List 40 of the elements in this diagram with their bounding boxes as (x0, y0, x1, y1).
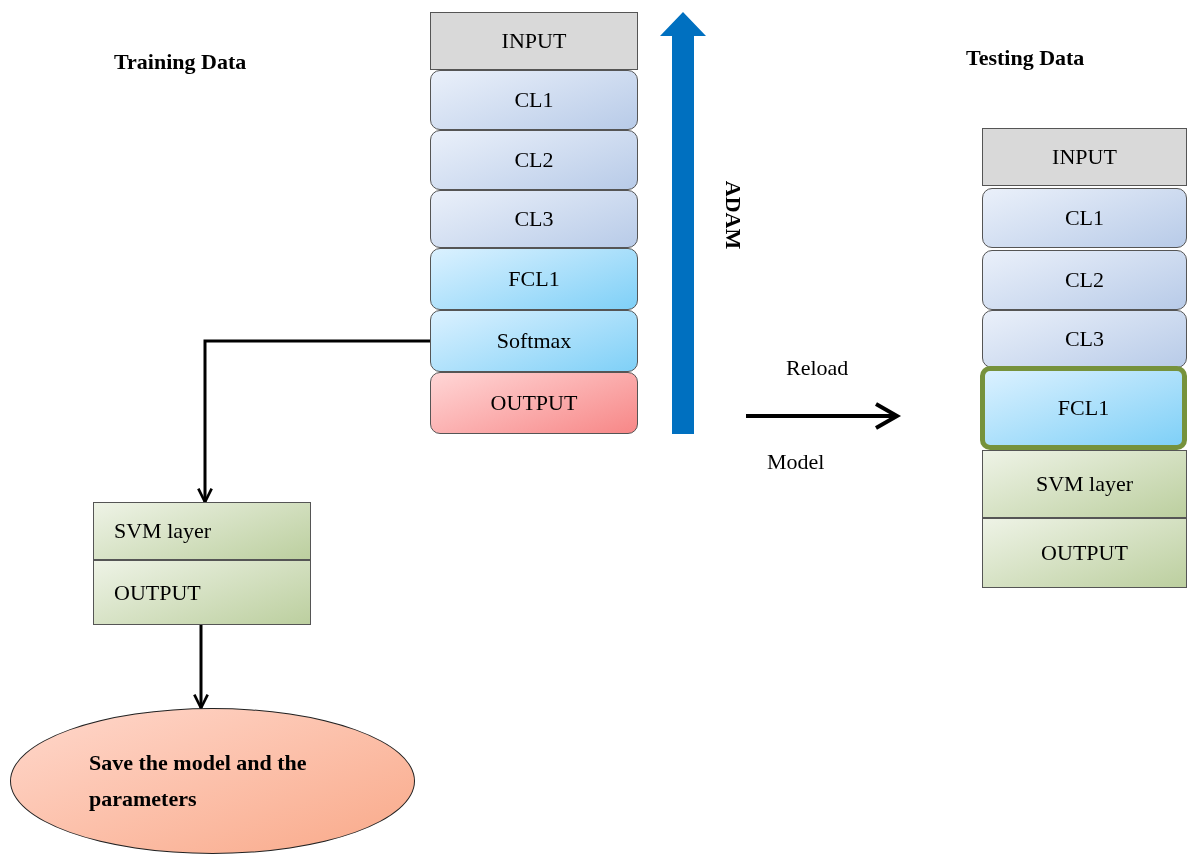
layer-box (430, 372, 638, 434)
arrow (197, 339, 430, 504)
layer-label: OUTPUT (489, 390, 579, 416)
layer-label: FCL1 (1056, 395, 1111, 421)
layer-label: CL2 (1063, 267, 1106, 293)
layer-label: SVM layer (1034, 471, 1135, 497)
layer-box (430, 248, 638, 310)
highlighted-layer-box (980, 366, 1187, 450)
layer-label: SVM layer (114, 518, 213, 544)
layer-box (93, 560, 311, 625)
layer-box (430, 130, 638, 190)
layer-label: FCL1 (507, 266, 561, 292)
layer-label: INPUT (500, 28, 568, 54)
layer-label: CL3 (513, 206, 555, 232)
layer-box (982, 310, 1187, 368)
layer-label: OUTPUT (1040, 540, 1129, 566)
layer-label: Save the model and the parameters (89, 749, 308, 813)
layer-box (982, 188, 1187, 248)
layer-label: INPUT (1051, 144, 1118, 170)
layer-box (93, 502, 311, 560)
arrow-label: Reload (786, 355, 849, 381)
layer-label: Softmax (495, 328, 573, 354)
layer-label: CL1 (1063, 205, 1106, 231)
layer-label: CL2 (513, 147, 555, 173)
layer-box (982, 128, 1187, 186)
section-heading: Training Data (114, 49, 247, 75)
arrow (193, 625, 209, 710)
layer-box (430, 310, 638, 372)
layer-box (430, 12, 638, 70)
layer-label: OUTPUT (114, 579, 202, 606)
layer-label: CL3 (1063, 326, 1106, 352)
layer-box (430, 70, 638, 130)
arrow-label: Model (767, 449, 825, 475)
layer-box (430, 190, 638, 248)
layer-box (982, 250, 1187, 310)
section-heading: Testing Data (966, 45, 1085, 71)
layer-box (982, 450, 1187, 518)
arrow-label: ADAM (720, 180, 746, 250)
layer-label: CL1 (513, 87, 555, 113)
layer-box (982, 518, 1187, 588)
